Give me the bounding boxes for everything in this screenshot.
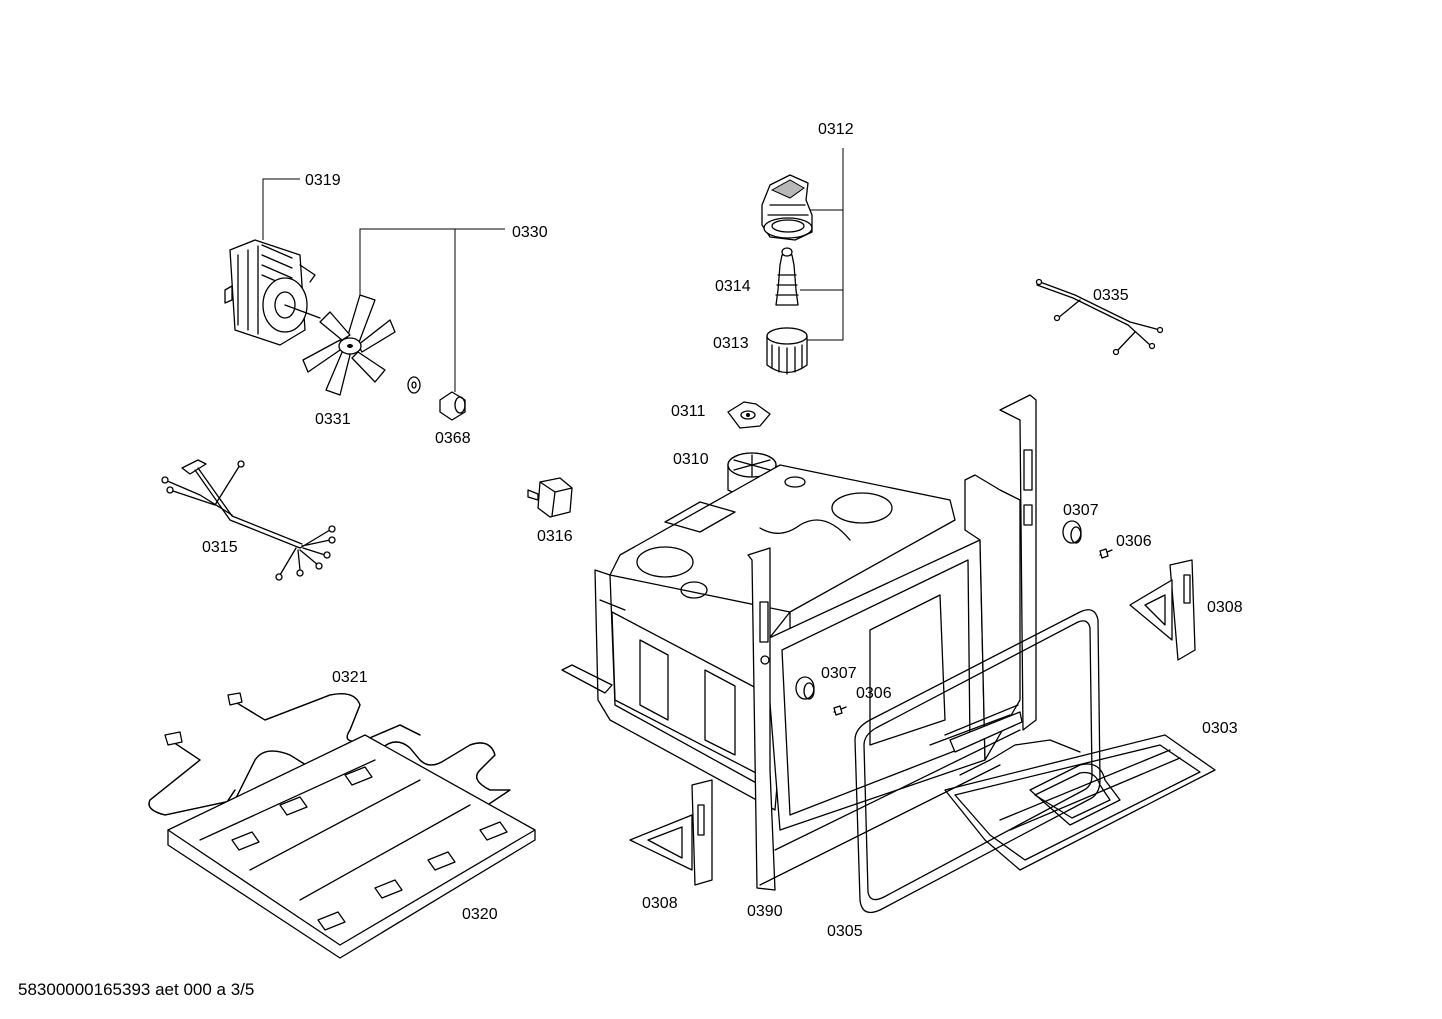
grill-support-tray-part[interactable] (167, 734, 536, 959)
label-0316[interactable]: 0316 (537, 528, 573, 545)
washer-part[interactable] (407, 376, 421, 394)
thermostat-switch-part[interactable] (527, 477, 573, 518)
label-0315[interactable]: 0315 (202, 539, 238, 556)
label-0390[interactable]: 0390 (747, 903, 783, 920)
label-0319[interactable]: 0319 (305, 172, 341, 189)
grill-heating-element-part[interactable] (148, 692, 511, 861)
roasting-rack-part[interactable] (944, 734, 1216, 871)
label-0307-mid[interactable]: 0307 (821, 665, 857, 682)
fan-motor-part[interactable] (224, 239, 321, 346)
label-0330[interactable]: 0330 (512, 224, 548, 241)
fan-wheel-part[interactable] (302, 294, 396, 396)
cable-part[interactable] (1035, 278, 1164, 356)
label-0321[interactable]: 0321 (332, 669, 368, 686)
lamp-clip-part[interactable] (727, 401, 771, 429)
shelf-frame-part[interactable] (854, 609, 1101, 914)
lamp-bulb-part[interactable] (775, 247, 799, 306)
label-0320[interactable]: 0320 (462, 906, 498, 923)
label-0314[interactable]: 0314 (715, 278, 751, 295)
hinge-bracket-part[interactable] (1129, 559, 1196, 661)
nut-part[interactable] (439, 391, 466, 421)
lamp-holder-part[interactable] (761, 174, 813, 241)
hinge-bracket-part-2[interactable] (629, 779, 713, 886)
label-0303[interactable]: 0303 (1202, 720, 1238, 737)
rail-knob-part-2[interactable] (795, 676, 815, 700)
label-0368[interactable]: 0368 (435, 430, 471, 447)
document-code: 58300000165393 aet 000 a 3/5 (18, 980, 255, 999)
label-0306-top[interactable]: 0306 (1116, 533, 1152, 550)
rail-screw-part[interactable] (1099, 548, 1113, 559)
rail-screw-part-2[interactable] (833, 705, 847, 716)
label-0311[interactable]: 0311 (671, 403, 706, 420)
part-labels: 0319 0330 0331 0368 0315 0316 0312 0314 … (202, 121, 1243, 940)
lamp-cover-part[interactable] (766, 327, 808, 375)
label-0308-right[interactable]: 0308 (1207, 599, 1243, 616)
oven-cavity-part[interactable] (561, 394, 1037, 891)
label-0308-bottom[interactable]: 0308 (642, 895, 678, 912)
label-0307-top[interactable]: 0307 (1063, 502, 1099, 519)
label-0310[interactable]: 0310 (673, 451, 709, 468)
label-0335[interactable]: 0335 (1093, 287, 1129, 304)
wire-harness-part[interactable] (161, 459, 336, 581)
label-0312[interactable]: 0312 (818, 121, 854, 138)
rail-knob-part[interactable] (1062, 520, 1082, 544)
leader-lines (262, 148, 844, 392)
label-0331[interactable]: 0331 (315, 411, 351, 428)
label-0306-mid[interactable]: 0306 (856, 685, 892, 702)
label-0305[interactable]: 0305 (827, 923, 863, 940)
label-0313[interactable]: 0313 (713, 335, 749, 352)
